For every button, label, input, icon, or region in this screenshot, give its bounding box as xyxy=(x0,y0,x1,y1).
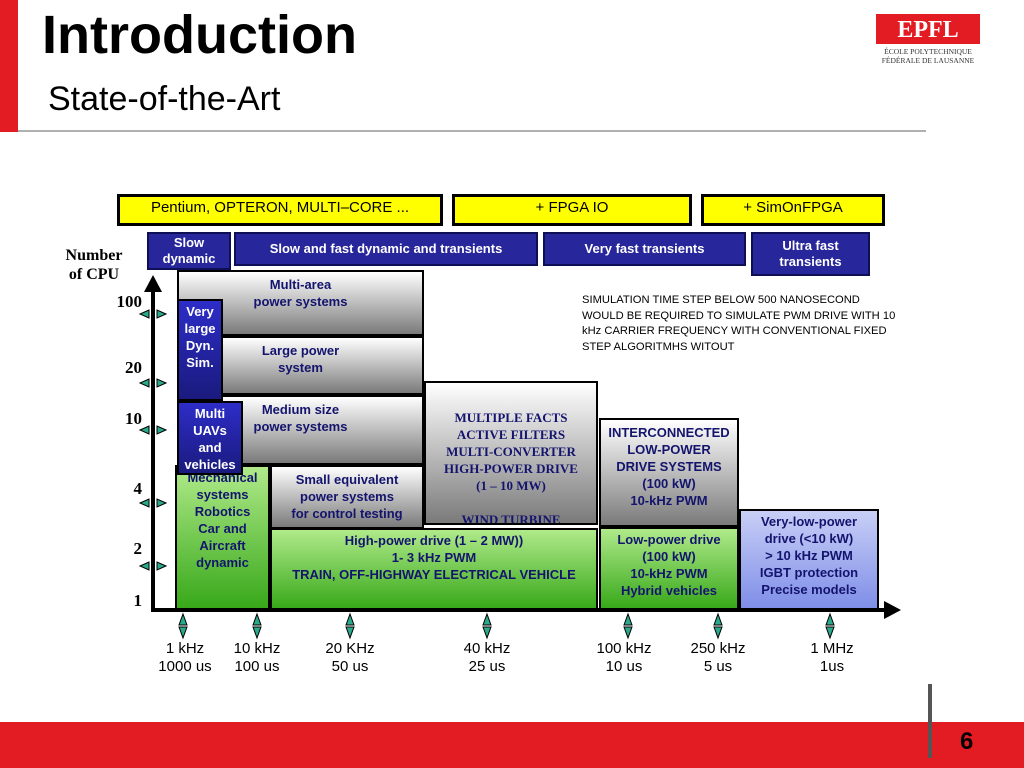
y-tick-100: 100 xyxy=(116,292,143,311)
box-facts-converters: MULTIPLE FACTS ACTIVE FILTERS MULTI-CONV… xyxy=(424,381,598,525)
y-axis-ticks xyxy=(138,309,168,571)
tech-bar-fpga-io: + FPGA IO xyxy=(452,194,692,226)
band-very-fast-transients: Very fast transients xyxy=(543,232,746,266)
box-very-low-power-drive: Very-low-power drive (<10 kW) > 10 kHz P… xyxy=(739,509,879,610)
x-tick-marker-10khz xyxy=(252,612,262,640)
epfl-logo-mark-text: EPFL xyxy=(897,17,958,43)
y-tick-4: 4 xyxy=(133,479,143,498)
x-axis-ticks xyxy=(178,612,835,640)
header-divider xyxy=(18,130,926,132)
epfl-logo-text: ÉCOLE POLYTECHNIQUE FÉDÉRALE DE LAUSANNE xyxy=(876,47,980,65)
y-tick-1: 1 xyxy=(133,591,143,610)
simulation-note: SIMULATION TIME STEP BELOW 500 NANOSECON… xyxy=(582,294,896,353)
box-multi-uavs: Multi UAVs and vehicles xyxy=(177,401,243,475)
box-mechanical-systems: Mechanical systems Robotics Car and Airc… xyxy=(175,465,270,610)
y-tick-marker-2 xyxy=(138,561,168,571)
box-interconnected-drives: INTERCONNECTED LOW-POWER DRIVE SYSTEMS (… xyxy=(599,418,739,527)
epfl-logo-line2: FÉDÉRALE DE LAUSANNE xyxy=(881,56,975,65)
band-ultra-fast-transients: Ultra fast transients xyxy=(751,232,870,276)
y-tick-marker-20 xyxy=(138,378,168,388)
y-tick-marker-4 xyxy=(138,498,168,508)
y-axis-arrowhead xyxy=(144,275,162,292)
tech-bar-multicore: Pentium, OPTERON, MULTI–CORE ... xyxy=(117,194,443,226)
box-low-power-drive: Low-power drive (100 kW) 10-kHz PWM Hybr… xyxy=(599,527,739,610)
y-axis-title: Number of CPU xyxy=(65,247,123,283)
x-tick-marker-100khz xyxy=(623,612,633,640)
x-tick-marker-20khz xyxy=(345,612,355,640)
footer-separator xyxy=(928,684,932,758)
y-tick-10: 10 xyxy=(125,409,142,428)
slide-subtitle: State-of-the-Art xyxy=(48,80,281,118)
y-tick-marker-100 xyxy=(138,309,168,319)
box-very-large-dyn-sim: Very large Dyn. Sim. xyxy=(177,299,223,401)
y-tick-marker-10 xyxy=(138,425,168,435)
y-tick-20: 20 xyxy=(125,358,142,377)
x-axis-arrowhead xyxy=(884,601,901,619)
header-red-bar xyxy=(0,0,18,132)
x-tick-marker-40khz xyxy=(482,612,492,640)
box-small-equivalent: Small equivalent power systems for contr… xyxy=(270,465,424,529)
x-tick-marker-1khz xyxy=(178,612,188,640)
x-tick-marker-1mhz xyxy=(825,612,835,640)
y-tick-2: 2 xyxy=(133,539,143,558)
slide-title: Introduction xyxy=(42,5,357,65)
band-slow-dynamic: Slow dynamic xyxy=(147,232,231,270)
box-high-power-drive: High-power drive (1 – 2 MW)) 1- 3 kHz PW… xyxy=(270,528,598,610)
epfl-logo: EPFL ÉCOLE POLYTECHNIQUE FÉDÉRALE DE LAU… xyxy=(876,14,980,66)
footer-bar xyxy=(0,722,1024,768)
epfl-logo-line1: ÉCOLE POLYTECHNIQUE xyxy=(884,47,972,56)
tech-bar-simonfpga: + SimOnFPGA xyxy=(701,194,885,226)
epfl-logo-mark: EPFL xyxy=(876,14,980,44)
x-tick-marker-250khz xyxy=(713,612,723,640)
page-number: 6 xyxy=(960,728,974,755)
band-slow-fast-dynamic: Slow and fast dynamic and transients xyxy=(234,232,538,266)
